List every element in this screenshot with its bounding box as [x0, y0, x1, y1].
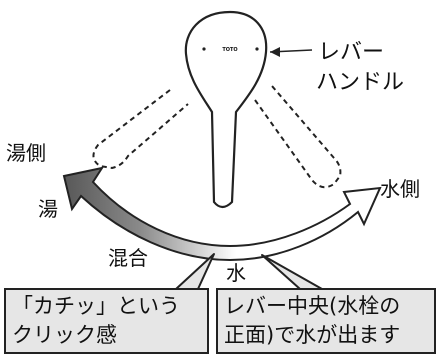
lever-ghost-left	[92, 89, 189, 170]
label-hot-side: 湯側	[6, 141, 46, 165]
callout-click-feel-line1: 「カチッ」という	[12, 294, 180, 318]
label-lever-handle-2: ハンドル	[316, 70, 404, 95]
callout-pointer-right	[261, 254, 323, 290]
callout-click-feel-line2: クリック感	[12, 323, 117, 347]
lever-dot-right	[255, 47, 259, 51]
callout-center-water-line2: 正面)で水が出ます	[224, 323, 401, 347]
lever-dot-left	[202, 47, 206, 51]
lever-handle	[184, 10, 268, 209]
label-mixed: 混合	[108, 246, 148, 270]
callout-center-water-line1: レバー中央(水栓の	[224, 294, 401, 318]
callout-center-water: レバー中央(水栓の 正面)で水が出ます	[216, 288, 436, 354]
callout-pointer-left	[175, 253, 215, 290]
label-lever-handle-1: レバー	[318, 40, 384, 65]
lever-ghost-right	[254, 85, 342, 189]
label-cold-side: 水側	[380, 177, 420, 201]
temperature-arc-arrow	[62, 166, 382, 262]
callout-click-feel: 「カチッ」という クリック感	[4, 288, 209, 354]
label-hot: 湯	[38, 197, 58, 221]
label-cold: 水	[226, 261, 246, 285]
lever-label-leader-head	[270, 47, 280, 57]
brand-mark: TOTO	[222, 47, 237, 53]
